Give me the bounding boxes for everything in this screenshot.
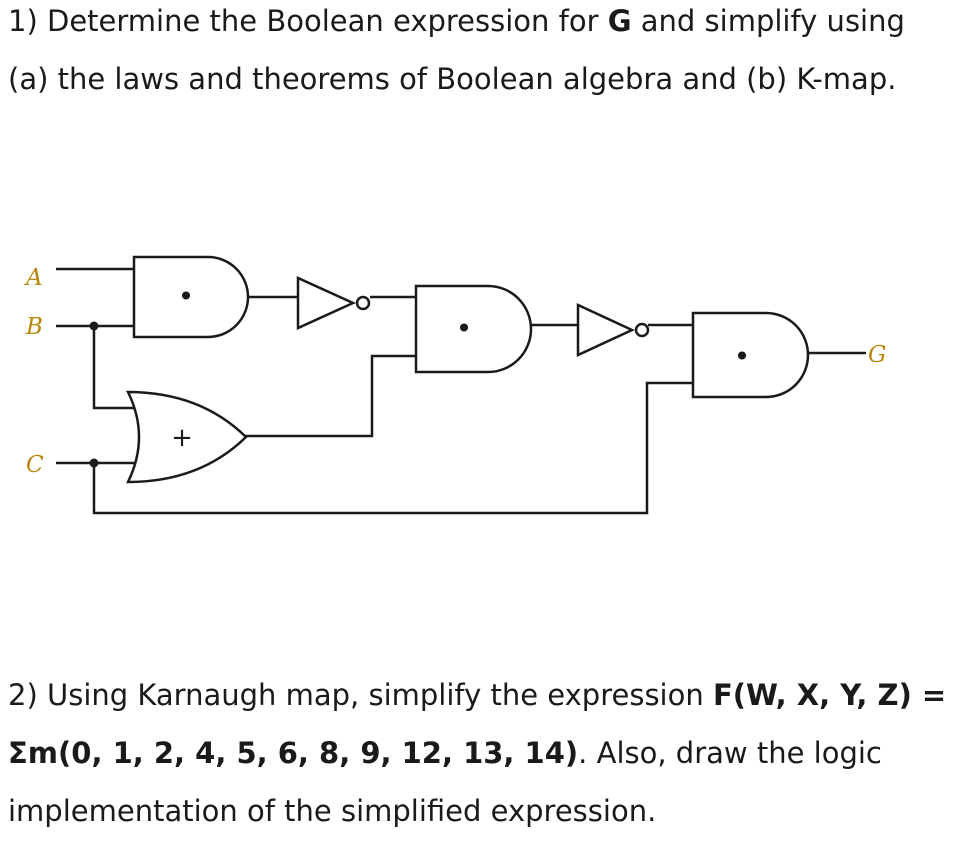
question-2-text-start: 2) Using Karnaugh map, simplify the expr… [8, 678, 713, 712]
input-label-a: A [24, 265, 43, 291]
question-2: 2) Using Karnaugh map, simplify the expr… [8, 666, 948, 840]
logic-circuit-diagram: • + • • A B C G [24, 255, 886, 515]
or-gate-symbol: + [171, 423, 193, 453]
question-1-text-end: and simplify using (a) the laws and theo… [8, 4, 905, 96]
junction-dot-c [89, 458, 99, 468]
and-gate-2 [414, 284, 533, 374]
and-gate-3 [691, 311, 810, 399]
and-gate-1-symbol: • [178, 280, 195, 313]
question-1-bold-output: G [607, 4, 632, 38]
input-label-b: B [25, 314, 43, 340]
question-2-bold-expression: F(W, X, Y, Z) = Σm(0, 1, 2, 4, 5, 6, 8, … [8, 678, 947, 770]
input-label-c: C [26, 452, 44, 478]
question-2-text-end: . Also, draw the logic implementation of… [8, 736, 882, 828]
question-1: 1) Determine the Boolean expression for … [8, 0, 908, 108]
and-gate-2-symbol: • [456, 312, 473, 345]
or-gate [125, 390, 248, 484]
wire-c-branch-to-and3 [92, 381, 693, 515]
wire-or-to-and2 [244, 354, 416, 438]
and-gate-1 [132, 255, 250, 339]
question-1-text-start: 1) Determine the Boolean expression for [8, 4, 608, 38]
not-gate-2 [576, 303, 635, 357]
not-gate-1-bubble [355, 295, 371, 311]
not-gate-2-bubble [634, 322, 650, 338]
not-gate-1 [296, 276, 357, 330]
and-gate-3-symbol: • [734, 340, 751, 373]
junction-dot-b [89, 321, 99, 331]
output-label-g: G [868, 342, 886, 368]
wire-b-branch-to-or [92, 326, 140, 410]
